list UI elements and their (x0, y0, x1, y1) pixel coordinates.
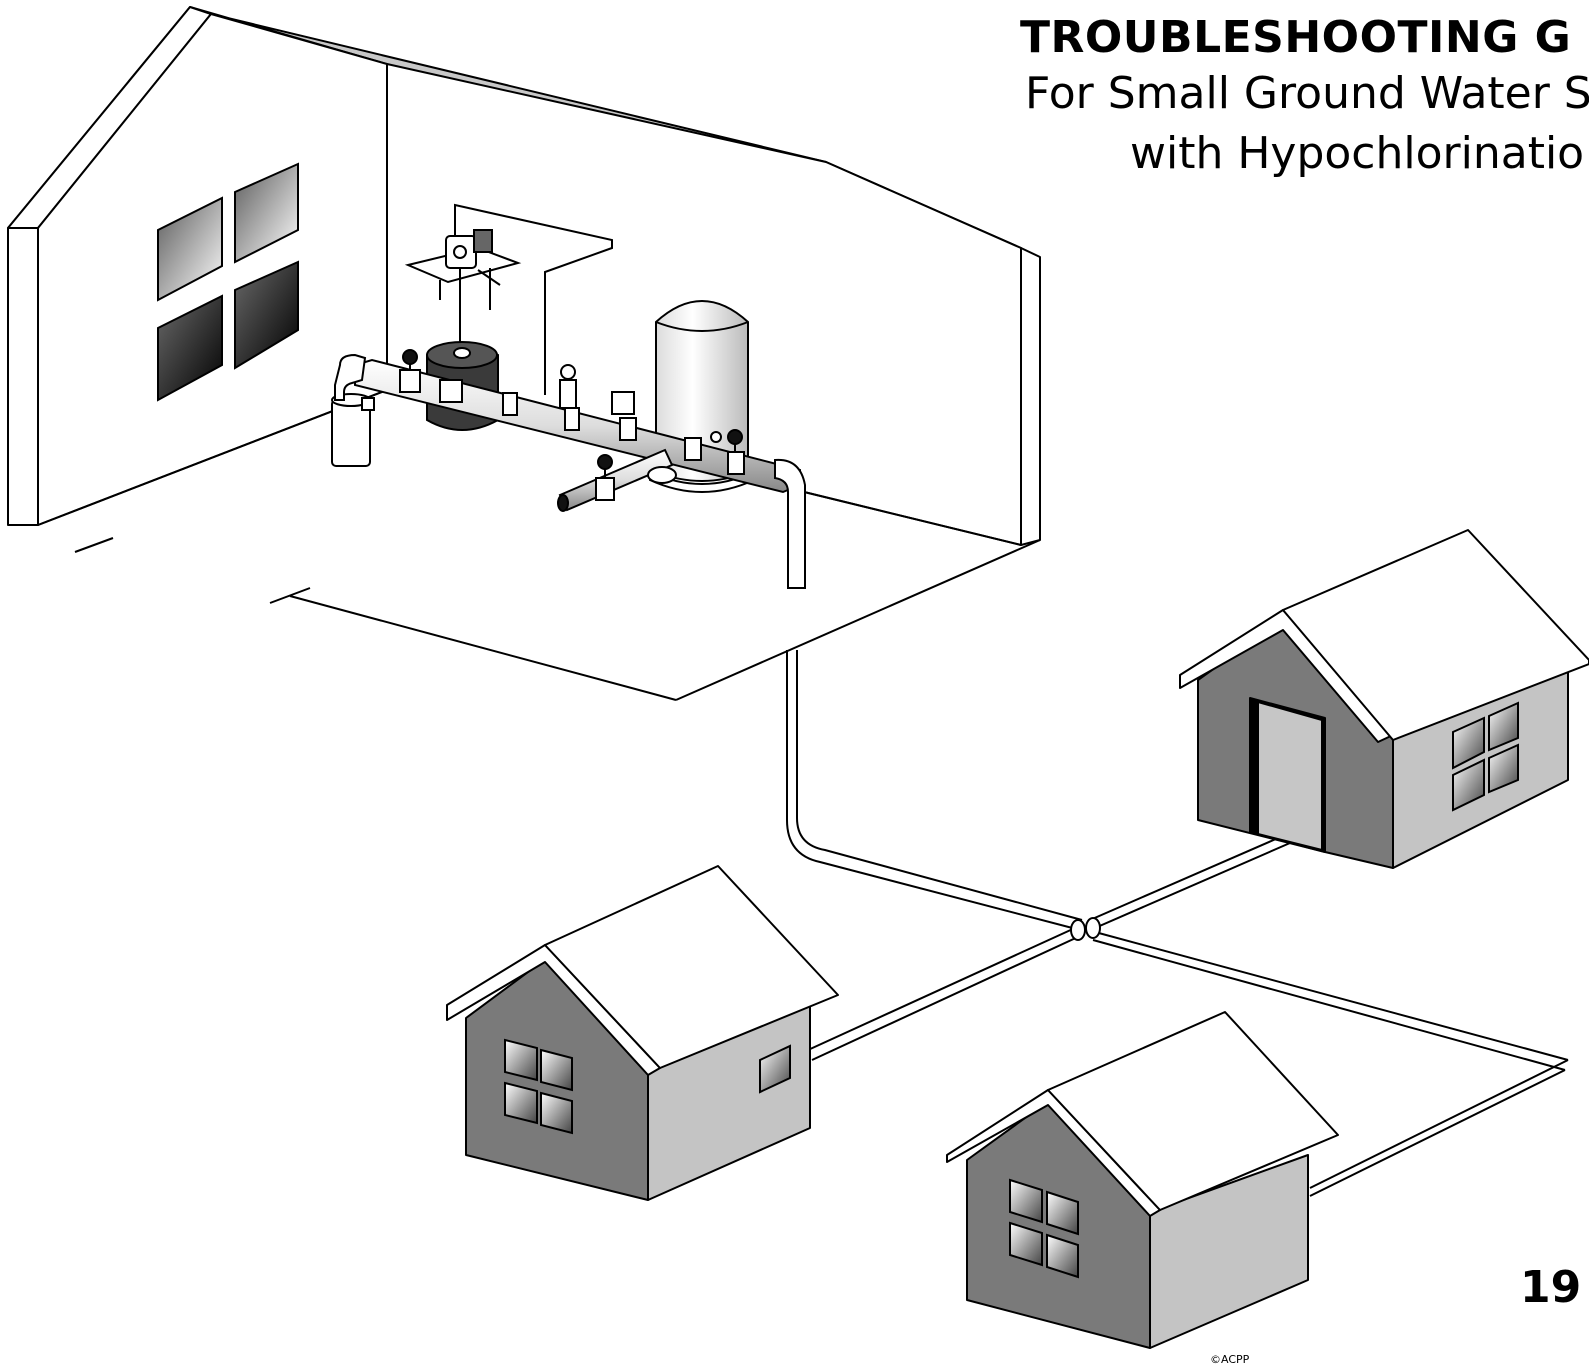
distribution-main (786, 650, 1569, 1197)
page-title: TROUBLESHOOTING G (1020, 12, 1572, 63)
pipe-manifold-icon (334, 349, 806, 589)
pump-house-window-icon (157, 162, 299, 402)
house-bottom (946, 1011, 1339, 1349)
page-number: 19 (1520, 1262, 1582, 1313)
house-left (446, 865, 839, 1201)
page-subtitle-line2: with Hypochlorinatio (1130, 128, 1585, 179)
sample-tap-icon (331, 393, 375, 467)
chemical-feed-pump-icon (404, 203, 613, 395)
pipe-cross-fitting-icon (1070, 917, 1101, 941)
house-upper-right-window-icon (1452, 701, 1519, 812)
pressure-tank-icon (649, 300, 755, 493)
house-bottom-window-icon (1009, 1178, 1079, 1279)
copyright-notice: ©ACPP (1210, 1353, 1250, 1366)
page-subtitle-line1: For Small Ground Water Sy (1025, 68, 1589, 119)
house-upper-right (1179, 529, 1589, 869)
house-left-window-icon (504, 1038, 791, 1135)
